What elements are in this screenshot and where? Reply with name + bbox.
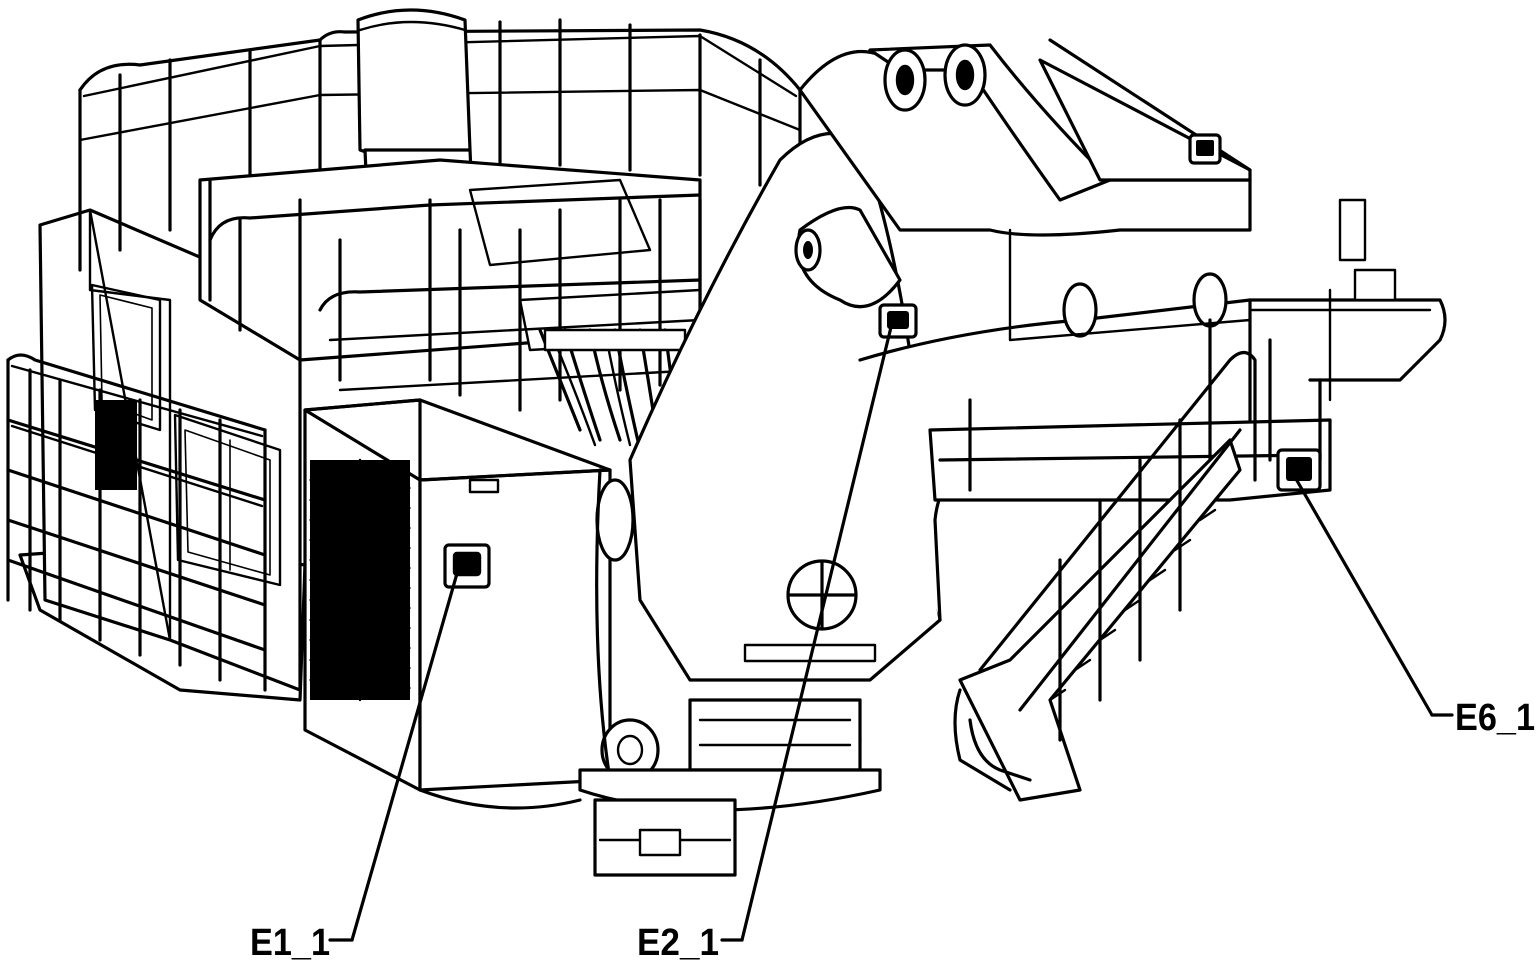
leader-e2 xyxy=(740,321,894,942)
hydraulic-hoses xyxy=(538,328,687,457)
leader-e1 xyxy=(350,568,460,942)
front-counterweight-box xyxy=(303,398,612,810)
callout-leaders xyxy=(328,321,1454,942)
upper-deck-rails xyxy=(78,18,802,272)
callout-label-e2: E2_1 xyxy=(637,922,719,964)
boom-nose-cone xyxy=(796,205,902,309)
callout-label-e6: E6_1 xyxy=(1455,697,1535,739)
left-handrail-cage xyxy=(6,353,267,692)
swing-base xyxy=(578,768,882,877)
mid-deck xyxy=(198,158,702,412)
left-house-module xyxy=(18,208,307,702)
callout-label-e1: E1_1 xyxy=(250,922,330,964)
leader-e6 xyxy=(1290,470,1434,717)
staircase xyxy=(953,350,1257,802)
side-grille xyxy=(95,400,137,490)
